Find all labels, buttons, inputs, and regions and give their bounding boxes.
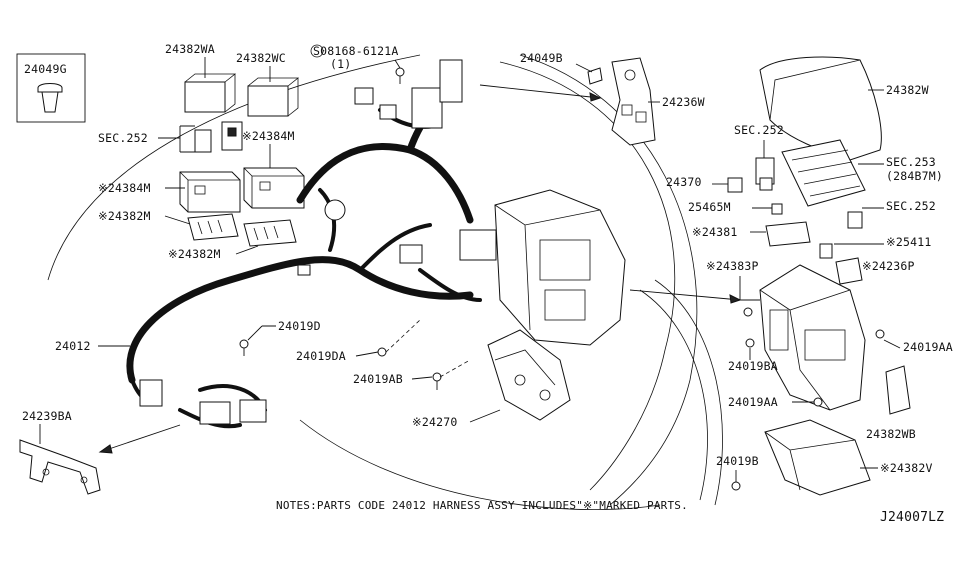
fusebox-sec253 [781, 139, 866, 207]
label-08168-qty: (1) [330, 57, 351, 71]
label-24382wb: 24382WB [866, 427, 916, 441]
cover-24382w [759, 56, 882, 161]
arrow-line-24236w [479, 84, 601, 99]
label-24384m-right: ※24384M [242, 129, 295, 143]
relay-box-24383p [759, 264, 866, 411]
label-24239ba: 24239BA [22, 409, 72, 423]
clip-24049b [587, 67, 603, 85]
label-25411: ※25411 [886, 235, 931, 249]
label-24383p: ※24383P [706, 259, 759, 273]
label-24382w: 24382W [886, 83, 929, 97]
label-24019aa-a: 24019AA [903, 340, 953, 354]
label-sec252-right2: SEC.252 [886, 199, 936, 213]
label-24236p: ※24236P [862, 259, 915, 273]
label-24012: 24012 [55, 339, 91, 353]
bolts-center [239, 339, 442, 390]
label-08168: S08168-6121A [313, 44, 398, 58]
arrow-line-24383p [629, 289, 741, 301]
label-sec253-sub: (284B7M) [886, 169, 943, 183]
label-sec253: SEC.253 [886, 155, 936, 169]
ipdm-housing [494, 189, 626, 346]
label-24382v: ※24382V [880, 461, 933, 475]
label-sec252-right: SEC.252 [734, 123, 784, 137]
mini-relays-left [194, 121, 243, 153]
label-24019aa-b: 24019AA [728, 395, 778, 409]
bracket-24270 [487, 329, 571, 421]
relay-sec252-right [755, 157, 775, 191]
label-24019d: 24019D [278, 319, 321, 333]
clip-24049g-box [16, 53, 86, 123]
label-24382m-left: ※24382M [98, 209, 151, 223]
fusebox-24384m-right [243, 167, 305, 209]
part-24381 [765, 221, 811, 247]
part-24370 [727, 177, 743, 193]
cover-24382wb [885, 365, 911, 415]
relay-sec252-right2 [847, 211, 863, 229]
label-25465m: 25465M [688, 200, 731, 214]
relay-24382wc [247, 77, 300, 117]
fusebox-24384m-left [179, 171, 241, 213]
bracket-24236w [611, 57, 656, 146]
label-24019ab: 24019AB [353, 372, 403, 386]
diagram-id: J24007LZ [880, 510, 944, 525]
arrow-line-24239ba [99, 424, 181, 453]
label-sec252-left: SEC.252 [98, 131, 148, 145]
bolts-right [731, 307, 885, 491]
bracket-24239ba [19, 439, 101, 495]
harness-connectors [139, 59, 497, 425]
label-24049b: 24049B [520, 51, 563, 65]
label-24019b: 24019B [716, 454, 759, 468]
relay-24382wa [184, 73, 237, 113]
connector-24382m-right [243, 219, 297, 247]
screw-08168 [395, 67, 405, 84]
label-24382wc: 24382WC [236, 51, 286, 65]
label-24049g: 24049G [24, 62, 67, 76]
notes-text: NOTES:PARTS CODE 24012 HARNESS ASSY INCL… [276, 499, 688, 512]
label-24381: ※24381 [692, 225, 737, 239]
connector-24382m-left [187, 213, 239, 241]
label-24019ba: 24019BA [728, 359, 778, 373]
label-24019da: 24019DA [296, 349, 346, 363]
label-24370: 24370 [666, 175, 702, 189]
label-24236w: 24236W [662, 95, 705, 109]
part-25411 [819, 243, 833, 259]
label-24270: ※24270 [412, 415, 457, 429]
part-25465m [771, 203, 783, 215]
label-24382wa: 24382WA [165, 42, 215, 56]
label-24384m-left: ※24384M [98, 181, 151, 195]
part-24236p [835, 257, 863, 285]
lower-box-24382v [764, 419, 871, 496]
label-24382m-right: ※24382M [168, 247, 221, 261]
vehicle-body-contours [47, 54, 723, 510]
